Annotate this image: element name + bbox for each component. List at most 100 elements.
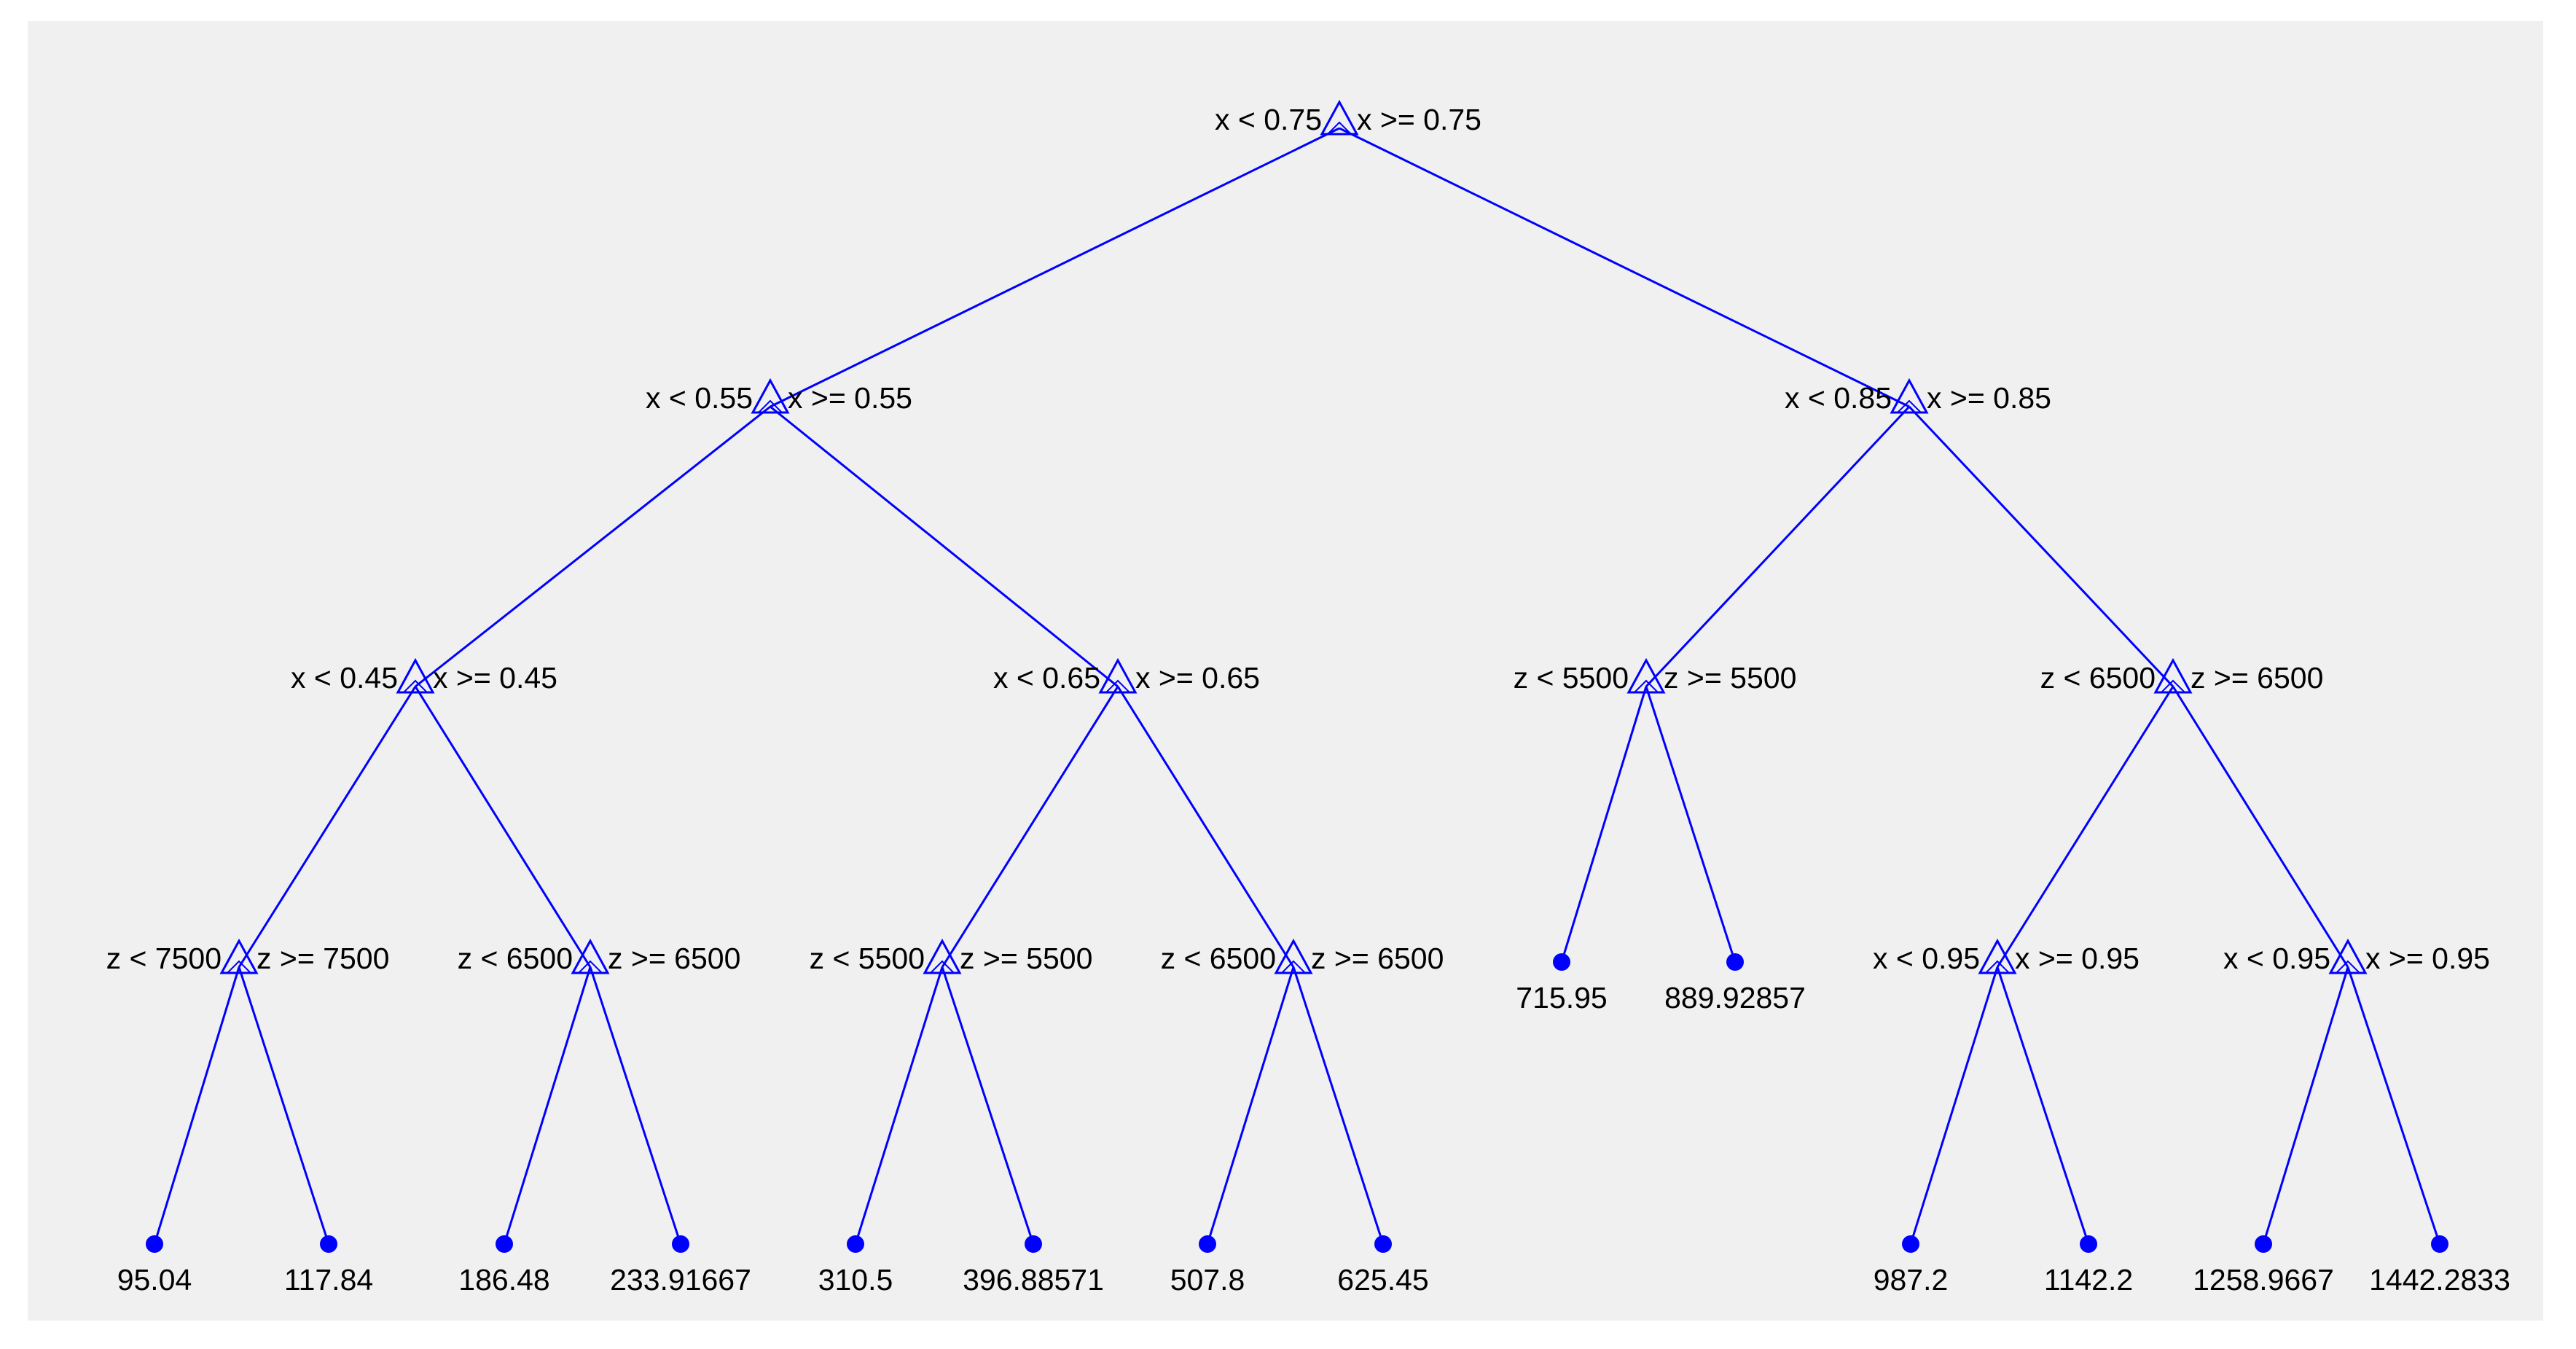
split-node-inner-triangle [1280,960,1307,974]
split-left-condition: x < 0.95 [1873,942,1980,975]
split-right-condition: x >= 0.95 [2365,942,2490,975]
tree-edge [1292,966,1385,1245]
tree-edge [941,966,1035,1245]
leaf-dot [2080,1235,2097,1253]
split-node: x < 0.95 x >= 0.95 [1873,938,2140,975]
split-right-condition: x >= 0.85 [1927,381,2051,415]
tree-edge [414,686,592,968]
split-node-inner-triangle [2334,960,2362,974]
leaf-value-label: 117.84 [284,1263,373,1297]
split-node-inner-triangle [1895,399,1923,413]
split-right-condition: z >= 7500 [257,942,389,975]
tree-edge [941,686,1119,968]
split-node-inner-triangle [1632,679,1660,693]
split-node: x < 0.75 x >= 0.75 [1215,99,1481,136]
split-node: z < 5500 z >= 5500 [810,938,1092,975]
split-right-condition: z >= 6500 [1311,942,1444,975]
leaf-dot [496,1235,513,1253]
tree-edge [1116,686,1295,968]
tree-edge [1909,966,1999,1245]
split-node: x < 0.45 x >= 0.45 [291,657,557,695]
split-node-inner-triangle [402,679,429,693]
split-left-condition: z < 7500 [106,942,222,975]
split-left-condition: x < 0.45 [291,661,398,695]
leaf-value-label: 233.91667 [610,1263,751,1297]
split-left-condition: z < 6500 [1161,942,1276,975]
leaf-dot [2255,1235,2272,1253]
leaf-value-label: 396.88571 [963,1263,1104,1297]
split-right-condition: z >= 6500 [608,942,740,975]
tree-edge [770,127,1340,408]
split-left-condition: x < 0.55 [646,381,753,415]
tree-edge [2346,966,2441,1245]
leaf-dot [1374,1235,1392,1253]
split-node: z < 7500 z >= 7500 [106,938,389,975]
leaf-dot [1025,1235,1042,1253]
split-node: z < 6500 z >= 6500 [458,938,740,975]
leaf-value-label: 1142.2 [2044,1263,2133,1297]
leaf-value-label: 625.45 [1337,1263,1428,1297]
tree-edge [238,686,417,968]
leaf-value-label: 715.95 [1516,981,1607,1014]
edge-layer [153,127,2441,1245]
leaf-dot [1902,1235,1919,1253]
tree-edge [1339,127,1910,408]
leaf-value-label: 1442.2833 [2369,1263,2510,1297]
leaf-dot [1553,953,1570,971]
tree-edge [153,966,240,1245]
leaf-dot [847,1235,864,1253]
tree-edge [1645,686,1737,963]
tree-edge [1908,405,2174,688]
split-right-condition: x >= 0.75 [1357,103,1481,136]
tree-edge [415,405,771,688]
split-node: z < 6500 z >= 6500 [2040,657,2323,695]
split-right-condition: x >= 0.55 [788,381,912,415]
tree-edge [1645,405,1911,688]
split-right-condition: x >= 0.45 [433,661,557,695]
leaf-value-label: 987.2 [1874,1263,1949,1297]
leaf-value-label: 889.92857 [1664,981,1806,1014]
split-left-condition: x < 0.65 [993,661,1100,695]
split-right-condition: z >= 5500 [960,942,1092,975]
split-right-condition: x >= 0.65 [1135,661,1260,695]
split-node-inner-triangle [1984,960,2011,974]
leaf-dot [672,1235,689,1253]
split-node-inner-triangle [1326,121,1353,135]
split-node: z < 6500 z >= 6500 [1161,938,1444,975]
split-node-inner-triangle [928,960,956,974]
split-node: x < 0.55 x >= 0.55 [646,378,912,415]
leaf-dot [1199,1235,1216,1253]
tree-edge [770,405,1119,688]
tree-edge [2172,686,2349,968]
leaf-value-label: 95.04 [117,1263,192,1297]
tree-edge [503,966,592,1245]
split-left-condition: x < 0.75 [1215,103,1322,136]
tree-edge [589,966,682,1245]
split-right-condition: x >= 0.95 [2015,942,2140,975]
split-left-condition: z < 5500 [1514,661,1629,695]
tree-edge [1996,686,2174,968]
split-left-condition: z < 5500 [810,942,925,975]
tree-edge [854,966,944,1245]
split-node: x < 0.65 x >= 0.65 [993,657,1260,695]
tree-edge [238,966,330,1245]
split-left-condition: z < 6500 [2040,661,2156,695]
leaf-value-label: 507.8 [1170,1263,1245,1297]
tree-edge [1560,686,1648,963]
split-node-inner-triangle [2159,679,2187,693]
split-right-condition: z >= 5500 [1664,661,1796,695]
split-node-inner-triangle [576,960,604,974]
split-node: z < 5500 z >= 5500 [1514,657,1796,695]
leaf-dot [2431,1235,2448,1253]
split-node-inner-triangle [225,960,253,974]
split-left-condition: z < 6500 [458,942,573,975]
split-node-inner-triangle [756,399,784,413]
leaf-dot [320,1235,337,1253]
leaf-value-label: 1258.9667 [2193,1263,2334,1297]
split-right-condition: z >= 6500 [2191,661,2323,695]
leaf-dot [1726,953,1744,971]
